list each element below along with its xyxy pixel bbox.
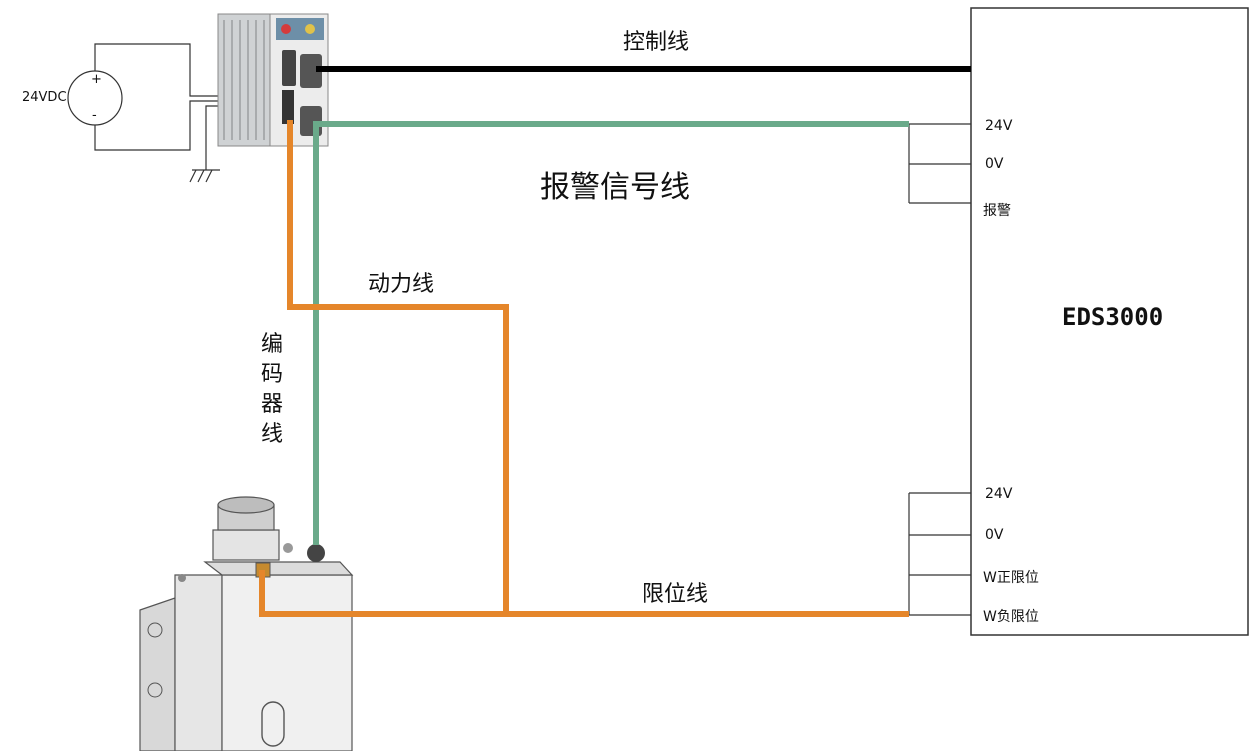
bottom-pin-w-positive-limit: W正限位: [983, 570, 1039, 586]
top-terminal-block: [908, 123, 971, 204]
bottom-pin-w-negative-limit: W负限位: [983, 609, 1039, 625]
encoder-char: 线: [260, 422, 283, 447]
control-wire-label: 控制线: [623, 30, 690, 55]
alarm-signal-wire-label: 报警信号线: [540, 170, 690, 205]
top-pin-0v: 0V: [985, 156, 1004, 172]
encoder-wire-label: 编 码 器 线: [259, 330, 285, 450]
power-wire-label: 动力线: [368, 272, 435, 297]
encoder-char: 器: [260, 392, 283, 417]
power-minus-label: -: [92, 108, 97, 123]
encoder-char: 编: [260, 332, 283, 357]
eds3000-box: [970, 7, 1249, 636]
limit-wire-label: 限位线: [642, 582, 709, 607]
bottom-pin-24v: 24V: [985, 486, 1013, 502]
bottom-pin-0v: 0V: [985, 527, 1004, 543]
servo-drive: [217, 13, 329, 147]
top-pin-24v: 24V: [985, 118, 1013, 134]
controller-name: EDS3000: [1062, 303, 1164, 331]
servo-motor: [139, 496, 354, 751]
top-pin-alarm: 报警: [983, 203, 1011, 219]
power-wire: [287, 120, 509, 614]
bottom-terminal-block: [908, 492, 971, 616]
limit-wire: [259, 570, 909, 617]
encoder-char: 码: [260, 362, 283, 387]
encoder-wire: [313, 121, 909, 545]
power-plus-label: +: [91, 72, 102, 87]
power-source-label: 24VDC: [22, 90, 67, 105]
